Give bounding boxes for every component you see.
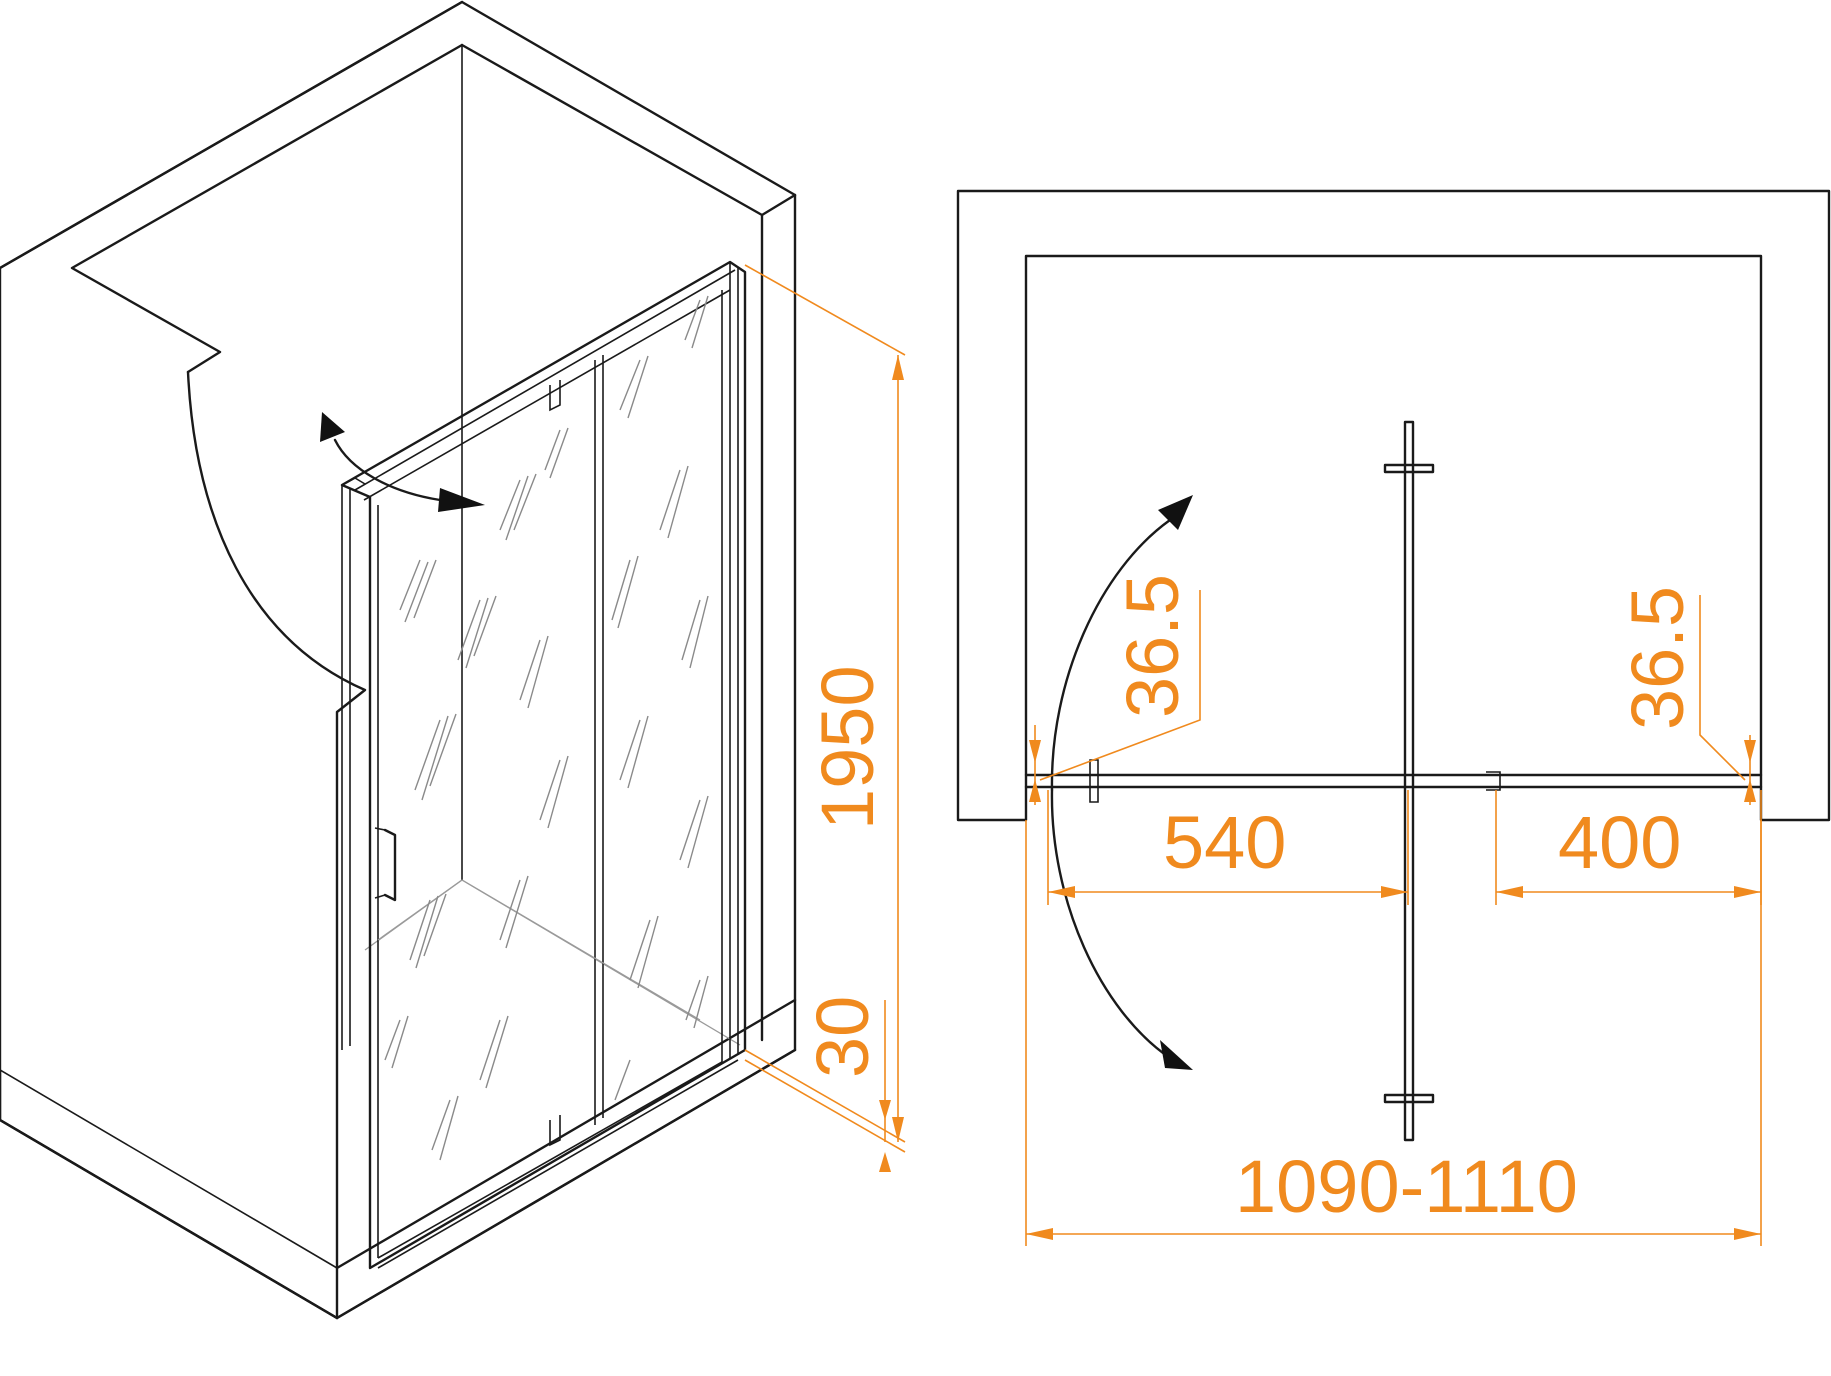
isometric-view: 1950 30	[0, 0, 906, 1320]
plan-view: 36.5 36.5 540 400	[956, 189, 1831, 1246]
iso-dimensions: 1950 30	[744, 264, 906, 1172]
glass-hatching	[384, 295, 709, 1161]
plan-door-open	[1383, 420, 1435, 1142]
door-swing-arrow-iso	[320, 412, 485, 512]
height-total-label: 1950	[806, 665, 889, 830]
profile-left-label: 36.5	[1111, 574, 1194, 718]
plan-walls	[956, 189, 1831, 822]
door-handle	[374, 827, 397, 902]
plan-dimensions: 36.5 36.5 540 400	[1025, 574, 1762, 1246]
shower-enclosure	[340, 260, 747, 1270]
plan-glass	[1024, 759, 1763, 803]
base-height-label: 30	[801, 996, 884, 1078]
total-width-label: 1090-1110	[1235, 1145, 1578, 1228]
wall-niche	[0, 0, 797, 1320]
profile-right-label: 36.5	[1616, 586, 1699, 730]
door-width-label: 540	[1163, 801, 1286, 884]
fixed-panel-width-label: 400	[1558, 801, 1681, 884]
door-swing-arrow-plan	[1050, 495, 1193, 1070]
